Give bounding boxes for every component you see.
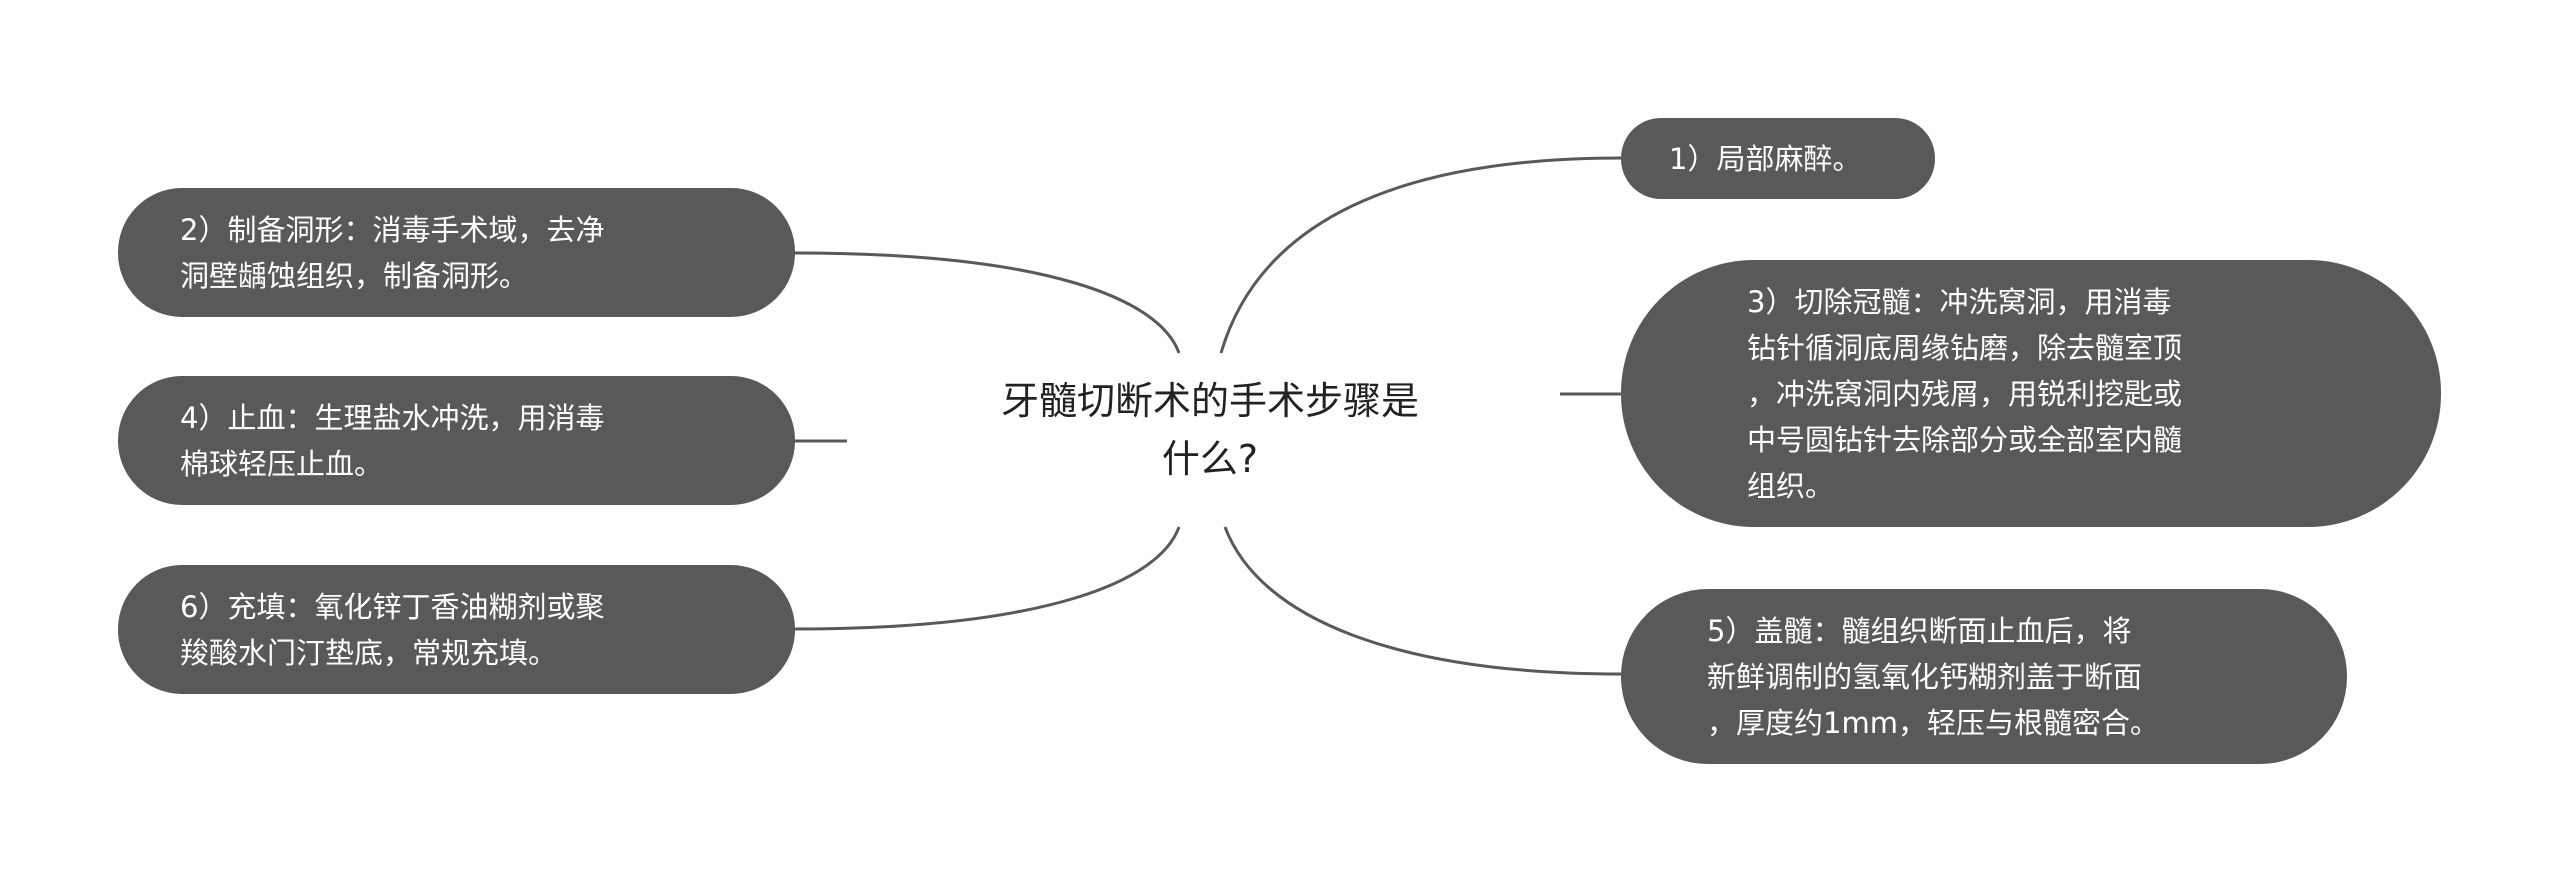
link-node-2 [794, 251, 1181, 354]
node-text: 棉球轻压止血。 [180, 446, 384, 481]
node-text: 新鲜调制的氢氧化钙糊剂盖于断面 [1707, 659, 2143, 694]
node-text: 组织。 [1747, 468, 1835, 503]
node-text: 羧酸水门汀垫底，常规充填。 [180, 635, 558, 670]
node-text: 5）盖髓：髓组织断面止血后，将 [1707, 613, 2132, 648]
central-topic-line: 牙髓切断术的手术步骤是 [1000, 379, 1419, 423]
topic-node-6[interactable]: 6）充填：氧化锌丁香油糊剂或聚 羧酸水门汀垫底，常规充填。 [118, 565, 795, 694]
topic-node-3[interactable]: 3）切除冠髓：冲洗窝洞，用消毒 钻针循洞底周缘钻磨，除去髓室顶 ，冲洗窝洞内残屑… [1621, 260, 2441, 527]
node-text: 6）充填：氧化锌丁香油糊剂或聚 [180, 589, 605, 624]
node-text: 2）制备洞形：消毒手术域，去净 [180, 212, 605, 247]
node-text: 3）切除冠髓：冲洗窝洞，用消毒 [1747, 284, 2172, 319]
central-topic[interactable]: 牙髓切断术的手术步骤是 什么? [930, 372, 1490, 488]
topic-node-2[interactable]: 2）制备洞形：消毒手术域，去净 洞壁龋蚀组织，制备洞形。 [118, 188, 795, 317]
node-text: 洞壁龋蚀组织，制备洞形。 [180, 258, 529, 293]
node-text: 4）止血：生理盐水冲洗，用消毒 [180, 400, 605, 435]
link-node-1 [1219, 156, 1622, 354]
topic-node-1[interactable]: 1）局部麻醉。 [1621, 118, 1935, 199]
topic-node-4[interactable]: 4）止血：生理盐水冲洗，用消毒 棉球轻压止血。 [118, 376, 795, 505]
node-text: ，厚度约1mm，轻压与根髓密合。 [1707, 705, 2159, 740]
node-text: 钻针循洞底周缘钻磨，除去髓室顶 [1747, 330, 2183, 365]
link-node-5 [1223, 526, 1622, 676]
node-text: ，冲洗窝洞内残屑，用锐利挖匙或 [1747, 376, 2183, 411]
central-topic-line: 什么? [1161, 437, 1259, 481]
link-node-6 [794, 526, 1181, 631]
node-text: 中号圆钻针去除部分或全部室内髓 [1747, 422, 2183, 457]
node-text: 1）局部麻醉。 [1669, 141, 1862, 176]
topic-node-5[interactable]: 5）盖髓：髓组织断面止血后，将 新鲜调制的氢氧化钙糊剂盖于断面 ，厚度约1mm，… [1621, 589, 2347, 764]
